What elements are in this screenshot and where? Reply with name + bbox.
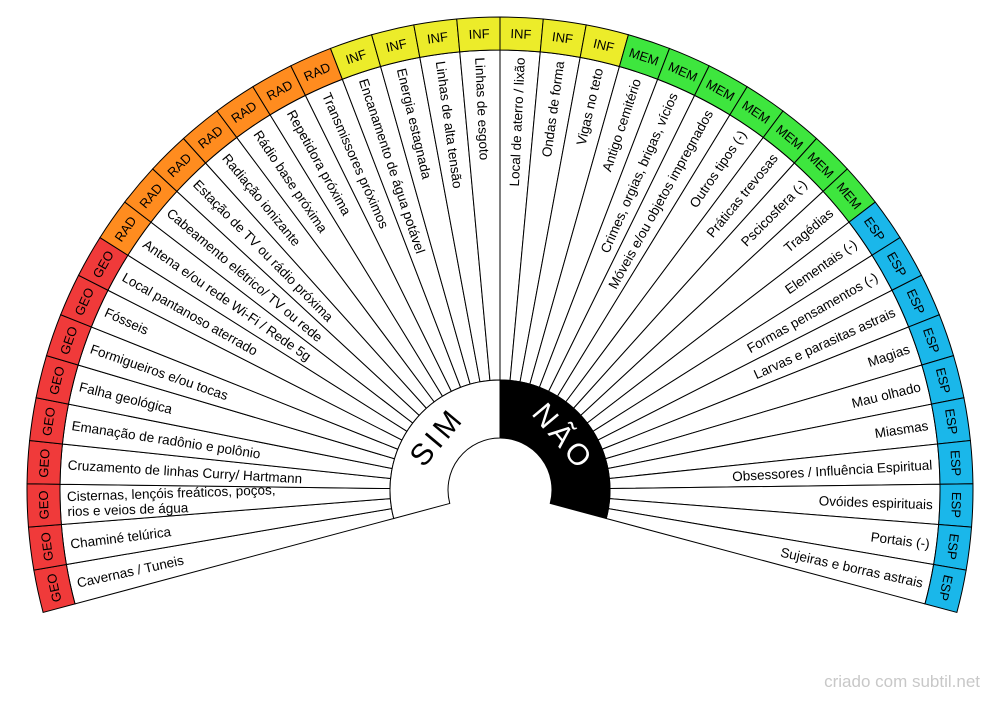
category-code-inf-16: INF	[344, 46, 369, 67]
sector-label-inf-19: Linhas de esgoto	[472, 57, 492, 160]
category-code-inf-22: INF	[592, 36, 616, 55]
sector-label-esp-37: Ovóides espirituais	[819, 493, 934, 512]
sector-label-esp-38: Portais (-)	[870, 529, 931, 551]
category-code-geo-5: GEO	[46, 365, 67, 397]
category-code-esp-39: ESP	[936, 574, 956, 603]
category-code-geo-2: GEO	[36, 490, 52, 519]
category-code-inf-18: INF	[426, 29, 449, 47]
category-code-esp-34: ESP	[933, 366, 954, 395]
category-code-inf-21: INF	[551, 29, 574, 47]
category-code-geo-3: GEO	[36, 448, 53, 478]
sector-label-geo-2: Cisternas, lençóis freáticos, poços,rios…	[67, 482, 276, 519]
category-code-geo-0: GEO	[44, 572, 65, 603]
category-code-inf-19: INF	[468, 26, 490, 42]
category-code-esp-36: ESP	[947, 450, 964, 477]
no-half	[499, 379, 611, 520]
sector-label-inf-20: Local de aterro / lixão	[507, 57, 528, 187]
credit-text: criado com subtil.net	[824, 672, 980, 691]
category-code-geo-4: GEO	[39, 406, 58, 437]
category-code-esp-35: ESP	[942, 408, 961, 436]
category-bands	[26, 16, 974, 614]
category-code-geo-1: GEO	[38, 531, 56, 562]
category-code-esp-37: ESP	[948, 492, 964, 518]
category-code-inf-20: INF	[510, 26, 532, 42]
category-code-inf-17: INF	[384, 36, 408, 55]
category-code-esp-38: ESP	[944, 533, 962, 561]
category-band-esp-39	[924, 563, 967, 614]
yes-half	[389, 379, 501, 520]
